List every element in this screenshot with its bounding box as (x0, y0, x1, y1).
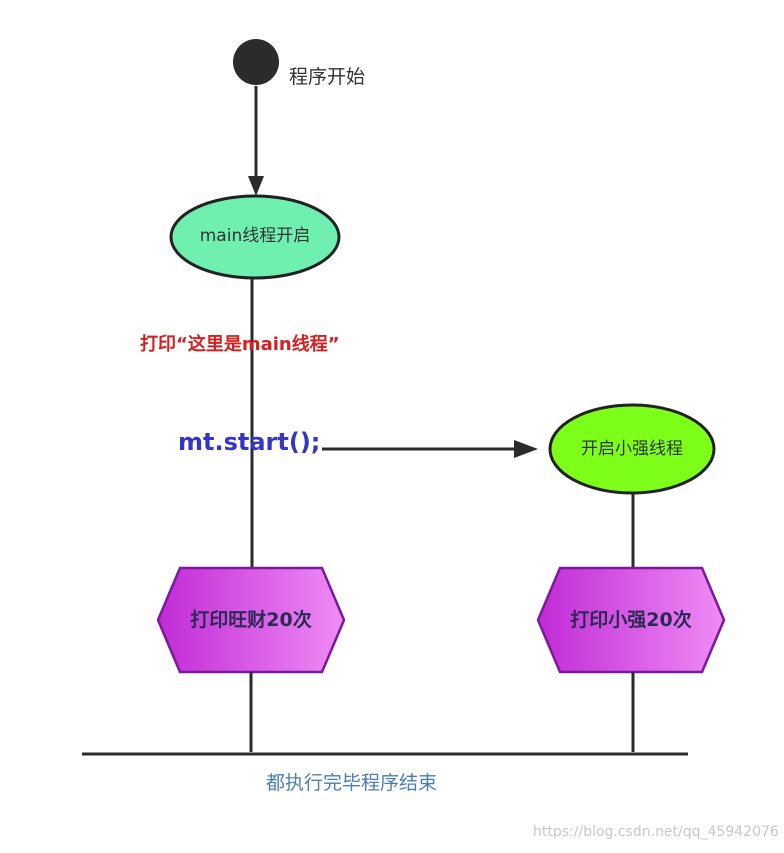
task-xiaoqiang-label: 打印小强20次 (570, 609, 692, 632)
start-call-arrowhead (514, 440, 538, 458)
xiaoqiang-thread-node (548, 403, 716, 495)
start-arrowhead (248, 176, 264, 196)
xiaoqiang-thread-label: 开启小强线程 (581, 438, 683, 459)
main-thread-label: main线程开启 (199, 225, 311, 246)
end-label: 都执行完毕程序结束 (266, 772, 438, 794)
start-label: 程序开始 (289, 66, 366, 88)
main-thread-node (169, 194, 341, 280)
start-node (233, 39, 279, 85)
task-xiaoqiang-node (536, 566, 726, 674)
task-wangcai-label: 打印旺财20次 (190, 609, 312, 632)
start-call-label: mt.start(); (178, 428, 321, 456)
print-main-label: 打印“这里是main线程” (140, 334, 340, 355)
watermark-text: https://blog.csdn.net/qq_45942076 (533, 824, 779, 840)
task-wangcai-node (156, 566, 346, 674)
